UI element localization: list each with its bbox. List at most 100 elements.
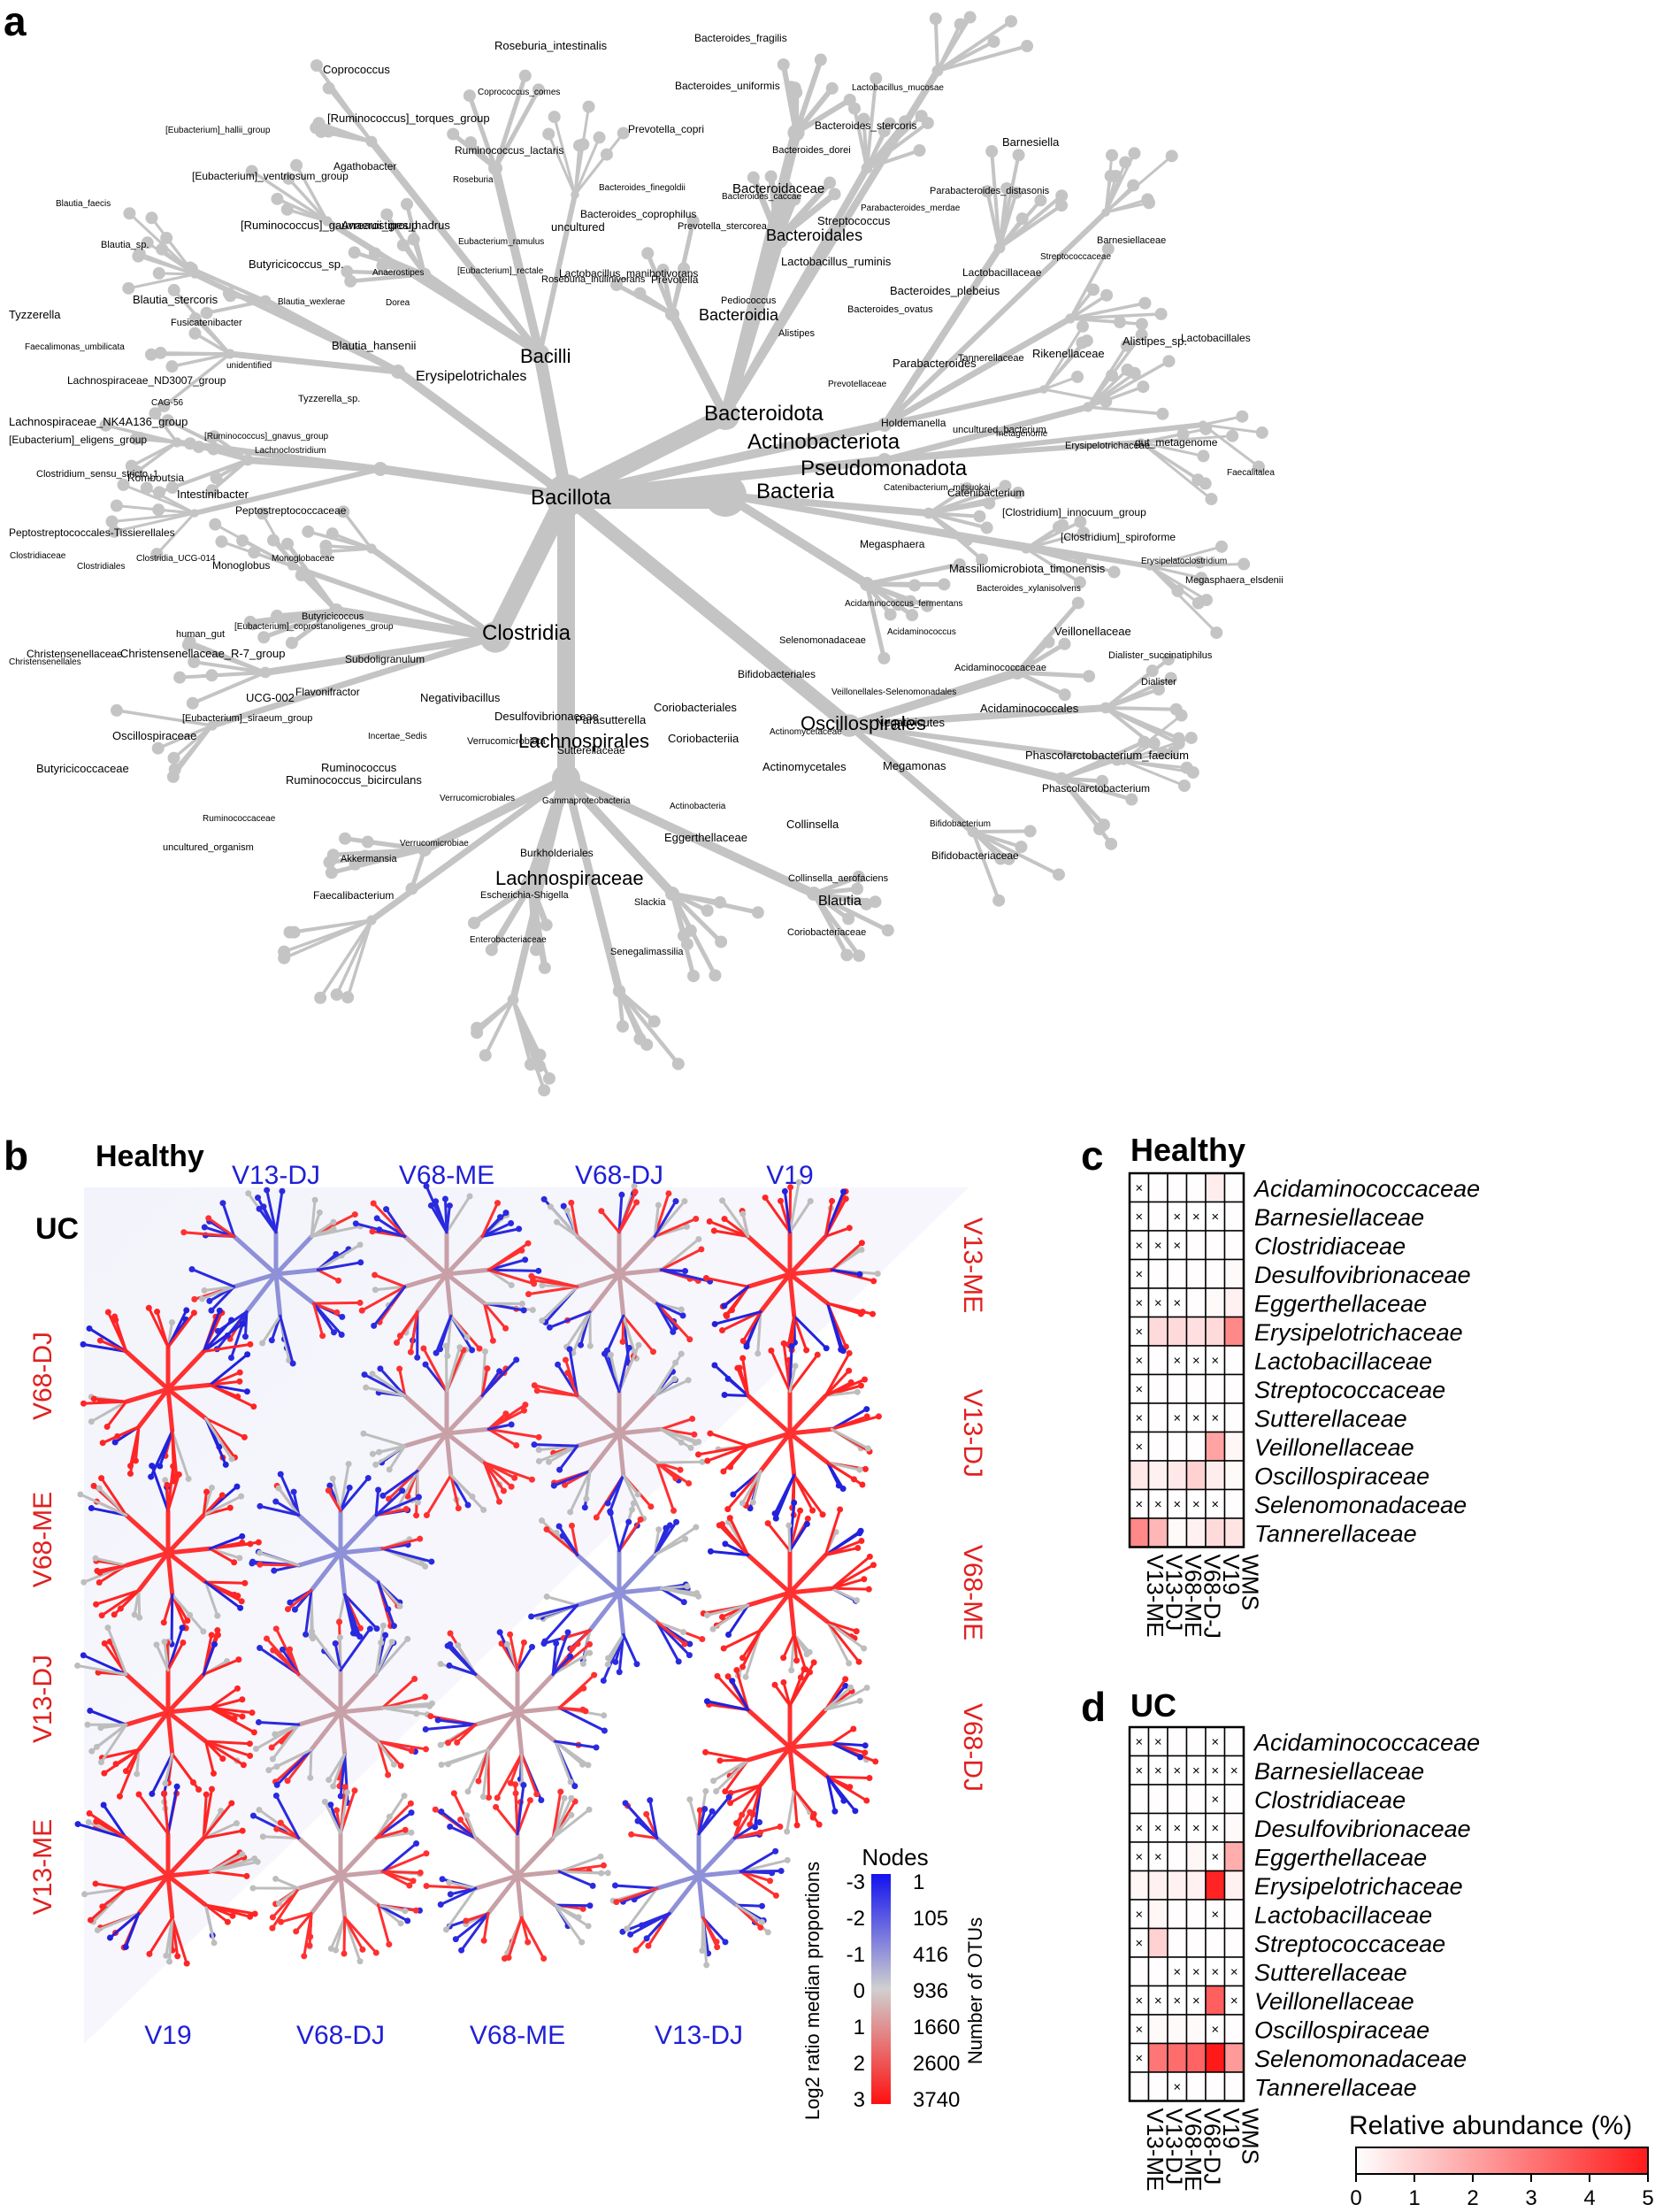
- heatmap-cell: [1167, 1899, 1188, 1930]
- tree-leaf-node: [1156, 407, 1169, 420]
- heatmap-cell: [1205, 1870, 1226, 1901]
- heatmap-cell: [1147, 1784, 1168, 1815]
- tree-major-label: Bacilli: [520, 345, 571, 367]
- tree-leaf-node: [1058, 637, 1071, 650]
- family-label: Veillonellaceae: [1254, 1434, 1414, 1461]
- tree-leaf-label: Clostridium_sensu_stricto_1: [36, 469, 158, 480]
- heatmap-cell: [1129, 1784, 1150, 1815]
- tree-leaf-label: Veillonellaceae: [1054, 625, 1131, 638]
- tree-leaf-node: [764, 170, 778, 183]
- tree-leaf-node: [1080, 334, 1093, 348]
- tree-leaf-node: [1195, 572, 1208, 585]
- tree-leaf-label: Parasutterella: [575, 713, 647, 726]
- tree-leaf-node: [215, 535, 228, 549]
- tree-leaf-node: [1055, 199, 1069, 212]
- tree-leaf-label: Blautia_sp.: [101, 240, 149, 250]
- tree-branch: [562, 774, 624, 995]
- tree-leaf-label: Megasphaera_elsdenii: [1185, 575, 1283, 586]
- tree-leaf-label: [Clostridium]_innocuum_group: [1002, 506, 1146, 518]
- tree-leaf-label: Bacteroides_finegoldii: [599, 183, 686, 193]
- tree-leaf-node: [467, 917, 480, 930]
- absent-mark: ×: [1173, 1238, 1181, 1253]
- tree-leaf-label: Actinomycetaceae: [770, 727, 842, 737]
- heatmap-cell: [1167, 1373, 1188, 1404]
- heatmap-cell: [1185, 2071, 1207, 2102]
- tree-leaf-label: Alistipes: [778, 328, 815, 339]
- heatmap-cell: [1147, 1345, 1168, 1376]
- tree-leaf-node: [582, 100, 595, 113]
- tree-branch: [172, 724, 214, 760]
- tree-branch: [341, 510, 373, 550]
- tree-leaf-label: Megasphaera: [860, 538, 925, 550]
- heatmap-cell: [1205, 1172, 1226, 1203]
- tree-leaf-node: [287, 926, 301, 939]
- tree-branch: [115, 709, 214, 727]
- colorbar-tick-label: 3: [854, 2088, 865, 2112]
- tree-branch: [287, 177, 329, 223]
- mini-tree: [180, 1187, 364, 1367]
- tree-leaf-node: [915, 110, 928, 123]
- tree-branch: [722, 67, 941, 419]
- tree-leaf-label: Bifidobacteriaceae: [931, 849, 1019, 862]
- tree-branch: [493, 73, 528, 171]
- heatmap-cell: [1223, 1287, 1245, 1318]
- heatmap-column-label: V13-DJ: [1161, 2108, 1187, 2185]
- tree-leaf-label: Faecalimonas_umbilicata: [25, 342, 125, 352]
- tree-leaf-node: [1177, 779, 1191, 792]
- colorbar-tick-label: -2: [847, 1907, 865, 1931]
- tree-branch: [475, 998, 515, 1030]
- tree-leaf-label: Dorea: [386, 298, 410, 308]
- tree-leaf-node: [877, 125, 891, 138]
- tree-leaf-label: Acidaminococcaceae: [954, 663, 1046, 673]
- tree-leaf-label: Prevotella_copri: [628, 123, 704, 135]
- tree-branch: [511, 998, 533, 1067]
- tree-branch: [882, 387, 1046, 427]
- tree-branch: [936, 22, 962, 73]
- right-row-label: V13-DJ: [958, 1389, 987, 1478]
- tree-leaf-label: Burkholderiales: [520, 847, 594, 859]
- tree-branch: [1015, 670, 1092, 679]
- tree-leaf-label: Erysipelatoclostridium: [1141, 557, 1227, 566]
- tree-branch: [262, 634, 499, 676]
- tree-leaf-node: [1214, 540, 1228, 553]
- left-row-label: V68-DJ: [28, 1332, 57, 1420]
- tree-leaf-node: [1077, 526, 1090, 540]
- absent-mark: ×: [1230, 1993, 1238, 2008]
- tree-branch: [971, 830, 1001, 902]
- tree-branch: [249, 169, 329, 223]
- tree-branch: [846, 704, 1109, 729]
- panel-label-c: c: [1081, 1133, 1104, 1179]
- tree-leaf-node: [1120, 339, 1133, 352]
- tree-branch: [1069, 312, 1163, 320]
- tree-branch: [292, 918, 373, 934]
- tree-leaf-label: Lachnospiraceae_NK4A136_group: [9, 415, 188, 428]
- tree-major-label: Clostridia: [482, 621, 571, 645]
- heatmap-cell: [1223, 1517, 1245, 1548]
- tree-leaf-label: Verrucomicrobiae: [400, 839, 469, 849]
- tree-leaf-node: [205, 484, 218, 497]
- healthy-label: Healthy: [96, 1140, 204, 1173]
- nodes-legend-title: Nodes: [862, 1844, 928, 1870]
- tree-branch: [138, 251, 196, 276]
- tree-leaf-node: [976, 553, 989, 566]
- tree-leaf-label: Verrucomicrobiota: [467, 736, 547, 747]
- tree-leaf-node: [938, 578, 951, 591]
- tree-branch: [1104, 687, 1161, 710]
- heatmap-cell: [1205, 1985, 1226, 2016]
- heatmap-cell: [1185, 1726, 1207, 1757]
- tree-leaf-label: Butyricicoccaceae: [36, 762, 129, 775]
- family-label: Oscillospiraceae: [1254, 1463, 1429, 1489]
- tree-leaf-label: Bacteroides_stercoris: [815, 119, 916, 132]
- tree-leaf-node: [1005, 15, 1018, 28]
- tree-leaf-node: [167, 751, 180, 764]
- tree-leaf-label: Roseburia_intestinalis: [494, 39, 608, 52]
- tree-leaf-node: [151, 741, 165, 755]
- tree-leaf-node: [1154, 307, 1168, 320]
- heatmap-cell: [1185, 2042, 1207, 2073]
- tree-leaf-label: Blautia_stercoris: [133, 293, 218, 306]
- tree-branch: [248, 608, 339, 625]
- family-label: Lactobacillaceae: [1254, 1348, 1432, 1374]
- tree-branch: [793, 96, 853, 135]
- tree-branch: [1148, 565, 1203, 580]
- tree-leaf-node: [1073, 576, 1086, 589]
